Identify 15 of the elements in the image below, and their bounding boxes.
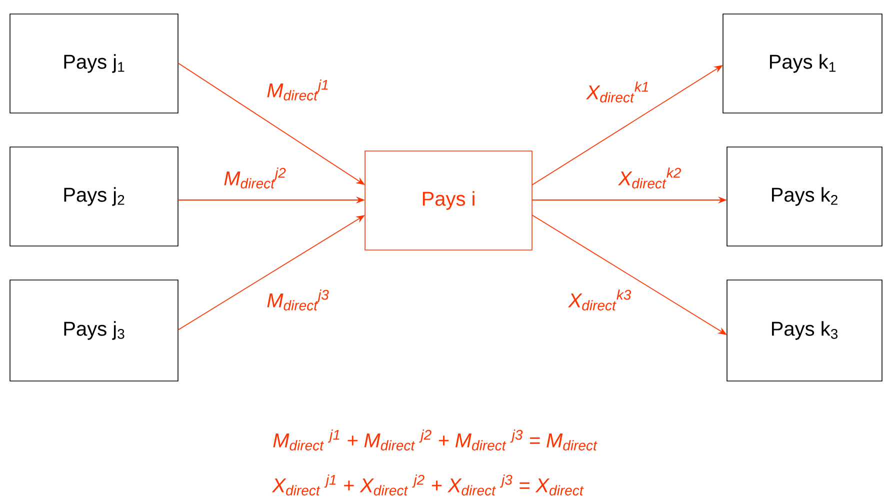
equation: X$_{direct}$ $^{j1}$ + X$_{direct}$ $^{j2}$ + X$_{direct}$ $^{j3}$ = X$_{direct}$ [272, 474, 584, 496]
country-box: Pays k$_{3}$ [726, 280, 882, 382]
country-box: Pays j$_{2}$ [10, 146, 178, 246]
country-box: Pays k$_{1}$ [722, 14, 882, 114]
country-box: Pays j$_{3}$ [10, 280, 178, 382]
country-box: Pays k$_{2}$ [726, 146, 882, 246]
country-box: Pays i [364, 150, 532, 250]
equation: M$_{direct}$ $^{j1}$ + M$_{direct}$ $^{j2}$ + M$_{direct}$ $^{j3}$ = M$_{direct}$ [273, 430, 598, 450]
edge-label: M$_{direct}$j2 [224, 168, 286, 188]
edge-label: M$_{direct}$j3 [267, 290, 329, 310]
edge-label: X$_{direct}$k3 [568, 290, 632, 310]
country-box: Pays j$_{1}$ [10, 14, 178, 114]
edge-label: M$_{direct}$j1 [267, 80, 328, 100]
edge-label: X$_{direct}$k1 [586, 82, 648, 102]
edge-label: X$_{direct}$k2 [618, 168, 681, 188]
